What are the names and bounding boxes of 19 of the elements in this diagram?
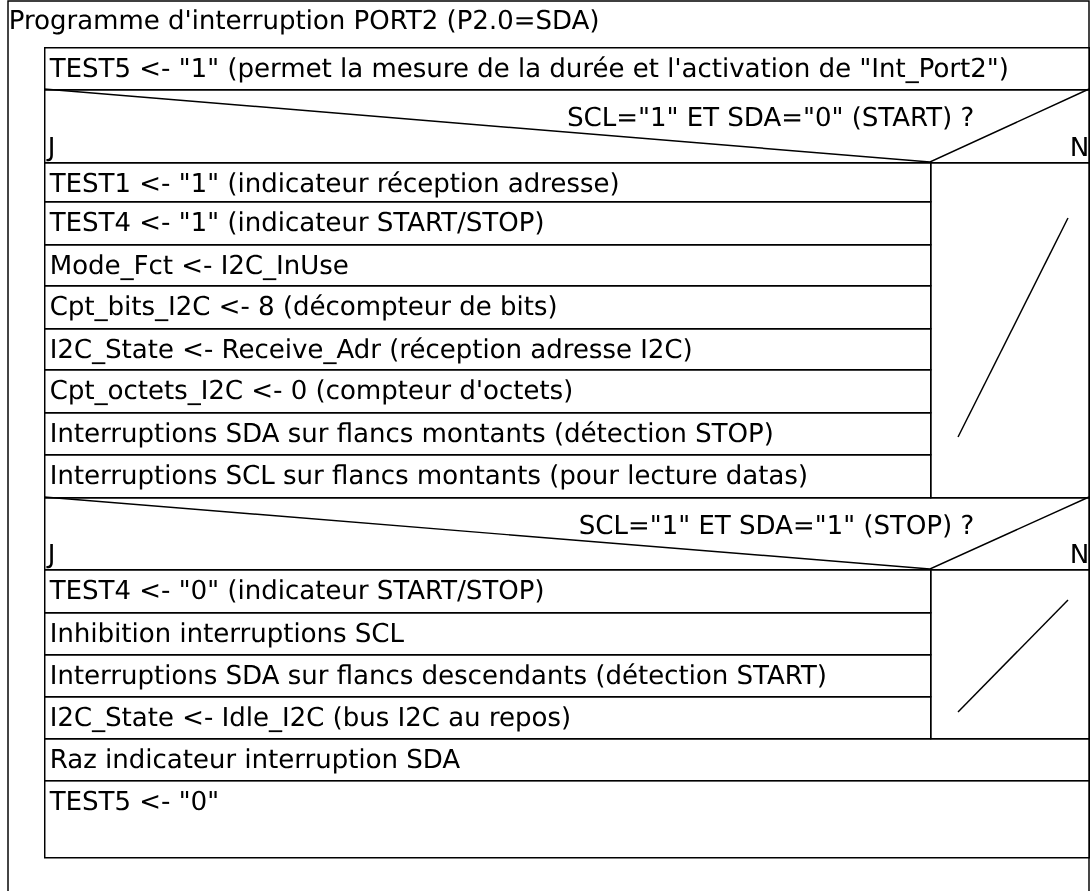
statement-box: Inhibition interruptions SCL — [44, 612, 932, 656]
statement-box: Interruptions SCL sur flancs montants (pour lecture datas) — [44, 454, 932, 499]
statement-box: TEST1 <- "1" (indicateur réception adresse) — [44, 162, 932, 203]
statement-box: TEST5 <- "1" (permet la mesure de la durée et l'activation de "Int_Port2") — [44, 47, 1090, 91]
empty-branch-box — [930, 162, 1090, 499]
statement-box: Raz indicateur interruption SDA — [44, 738, 1090, 782]
statement-box: TEST4 <- "1" (indicateur START/STOP) — [44, 201, 932, 246]
statement-box: Interruptions SDA sur flancs descendants (détection START) — [44, 654, 932, 698]
statement-box: I2C_State <- Idle_I2C (bus I2C au repos) — [44, 696, 932, 740]
statement-box: Cpt_bits_I2C <- 8 (décompteur de bits) — [44, 285, 932, 330]
statement-box: TEST4 <- "0" (indicateur START/STOP) — [44, 569, 932, 614]
statement-box: Cpt_octets_I2C <- 0 (compteur d'octets) — [44, 369, 932, 414]
statement-box: I2C_State <- Receive_Adr (réception adresse I2C) — [44, 328, 932, 371]
statement-box: Mode_Fct <- I2C_InUse — [44, 244, 932, 287]
decision-box: SCL="1" ET SDA="0" (START) ? J N — [43, 88, 1090, 164]
statement-box: Interruptions SDA sur flancs montants (détection STOP) — [44, 412, 932, 456]
decision-box: SCL="1" ET SDA="1" (STOP) ? J N — [43, 496, 1090, 571]
empty-branch-box — [930, 569, 1090, 740]
statement-box: TEST5 <- "0" — [44, 780, 1090, 859]
